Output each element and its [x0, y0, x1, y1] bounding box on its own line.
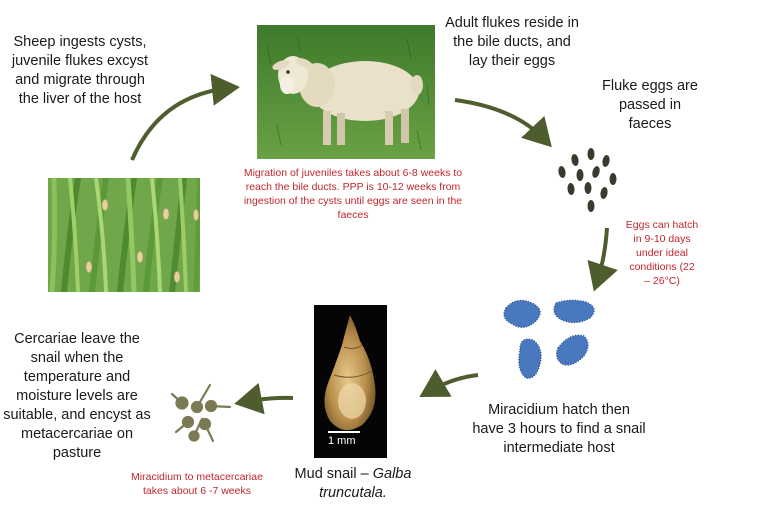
arrow-sheep-to-eggs	[454, 98, 552, 148]
arrow-miracidia-to-snail	[419, 369, 479, 398]
sheep-photo	[257, 25, 435, 159]
step-miracidium: Miracidium hatch then have 3 hours to fi…	[472, 402, 646, 456]
snail-caption-prefix: Mud snail –	[294, 466, 373, 482]
step-sheep-ingests: Sheep ingests cysts, juvenile flukes exc…	[11, 34, 149, 107]
arrow-grass-to-sheep	[130, 73, 240, 161]
step-cercariae: Cercariae leave the snail when the tempe…	[3, 331, 151, 461]
snail-caption-species: Galba truncutala.	[319, 466, 412, 501]
scale-bar	[328, 431, 360, 433]
grass-photo	[48, 178, 200, 292]
scale-label: 1 mm	[328, 435, 356, 447]
snail-caption: Mud snail – Galba truncutala.	[278, 465, 428, 503]
step-eggs-passed: Fluke eggs are passed in faeces	[602, 78, 698, 132]
snail-photo: 1 mm	[314, 305, 387, 458]
note-egg-hatch: Eggs can hatch in 9-10 days under ideal …	[625, 219, 699, 287]
step-adult-flukes: Adult flukes reside in the bile ducts, a…	[445, 15, 579, 69]
note-migration: Migration of juveniles takes about 6-8 w…	[243, 167, 463, 221]
arrow-snail-to-cercariae	[234, 382, 294, 415]
arrow-eggs-to-miracidia	[587, 227, 618, 292]
note-metacercariae: Miracidium to metacercariae takes about …	[131, 471, 263, 497]
